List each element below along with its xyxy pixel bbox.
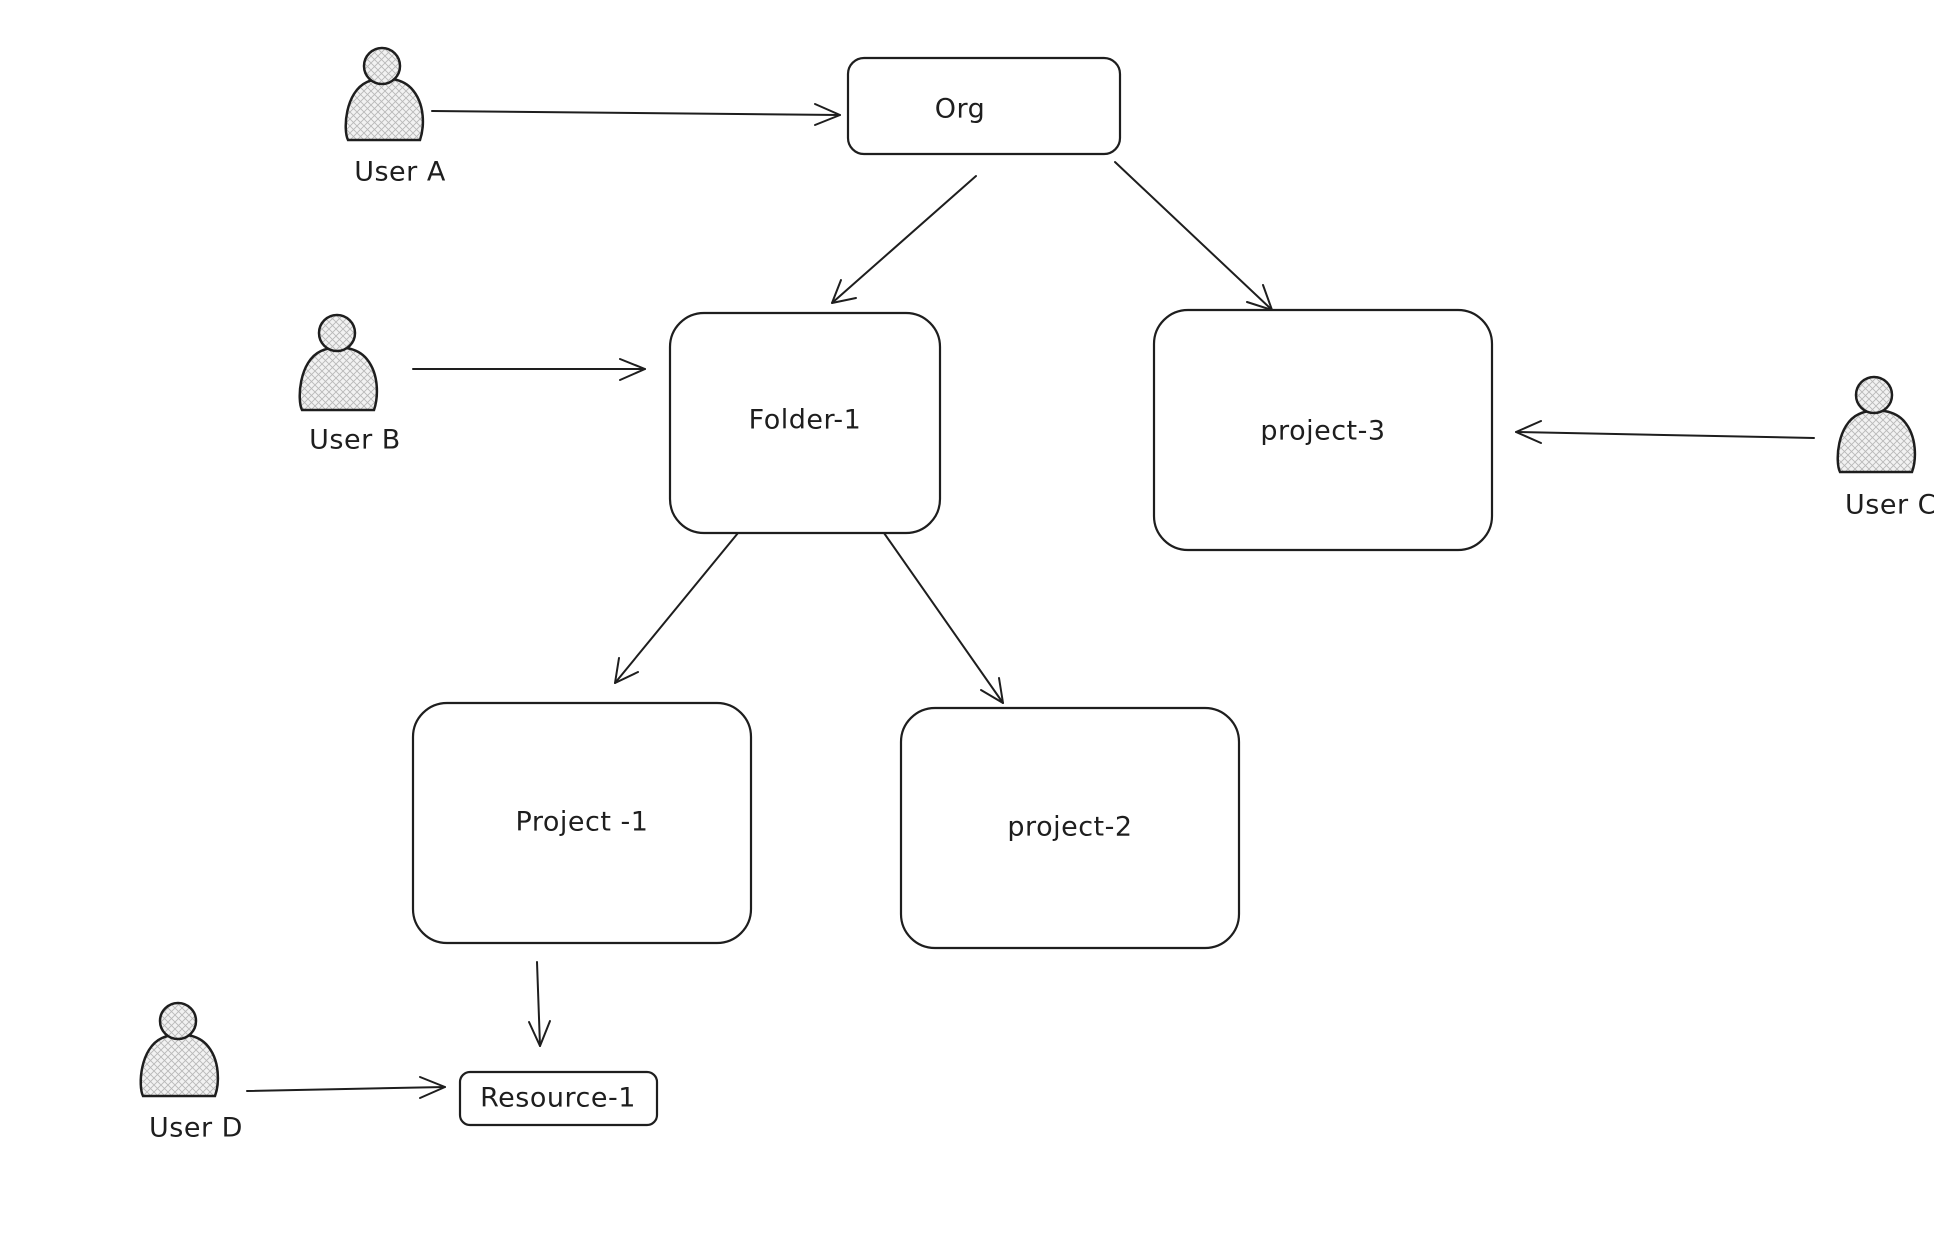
user-c-label: User C	[1845, 490, 1934, 521]
node-project-3[interactable]: project-3	[1152, 308, 1494, 552]
user-d-person-icon	[139, 1001, 220, 1098]
edge-org-to-project-3[interactable]	[1114, 161, 1273, 311]
user-c-person-icon	[1836, 375, 1917, 474]
edge-folder-1-to-project-2[interactable]	[883, 532, 1004, 704]
edge-user-d-to-resource-1[interactable]	[246, 1076, 446, 1099]
node-resource-1[interactable]: Resource-1	[458, 1070, 659, 1127]
node-project-3-label: project-3	[1260, 416, 1385, 447]
node-resource-1-label: Resource-1	[480, 1083, 636, 1114]
user-c[interactable]: User C	[1836, 375, 1934, 521]
user-b-person-icon	[298, 313, 379, 412]
user-a-person-icon	[344, 46, 425, 142]
node-project-2-label: project-2	[1007, 812, 1132, 843]
node-org-label: Org	[935, 94, 986, 125]
edge-user-a-to-org[interactable]	[431, 103, 841, 126]
node-project-1-label: Project -1	[516, 807, 649, 838]
edge-user-c-to-project-3[interactable]	[1515, 420, 1815, 444]
user-b-label: User B	[309, 425, 401, 456]
node-folder-1[interactable]: Folder-1	[668, 311, 942, 535]
user-a[interactable]: User A	[344, 46, 446, 188]
node-project-2[interactable]: project-2	[899, 706, 1241, 950]
node-folder-1-label: Folder-1	[749, 405, 862, 436]
node-org[interactable]: Org	[846, 56, 1122, 156]
node-project-1[interactable]: Project -1	[411, 701, 753, 945]
user-d[interactable]: User D	[139, 1001, 243, 1144]
edge-org-to-folder-1[interactable]	[831, 175, 977, 304]
user-b[interactable]: User B	[298, 313, 401, 456]
edge-project-1-to-resource-1[interactable]	[528, 961, 551, 1047]
edge-folder-1-to-project-1[interactable]	[614, 532, 739, 684]
edge-user-b-to-folder-1[interactable]	[412, 358, 646, 381]
user-d-label: User D	[149, 1113, 243, 1144]
user-a-label: User A	[354, 157, 446, 188]
